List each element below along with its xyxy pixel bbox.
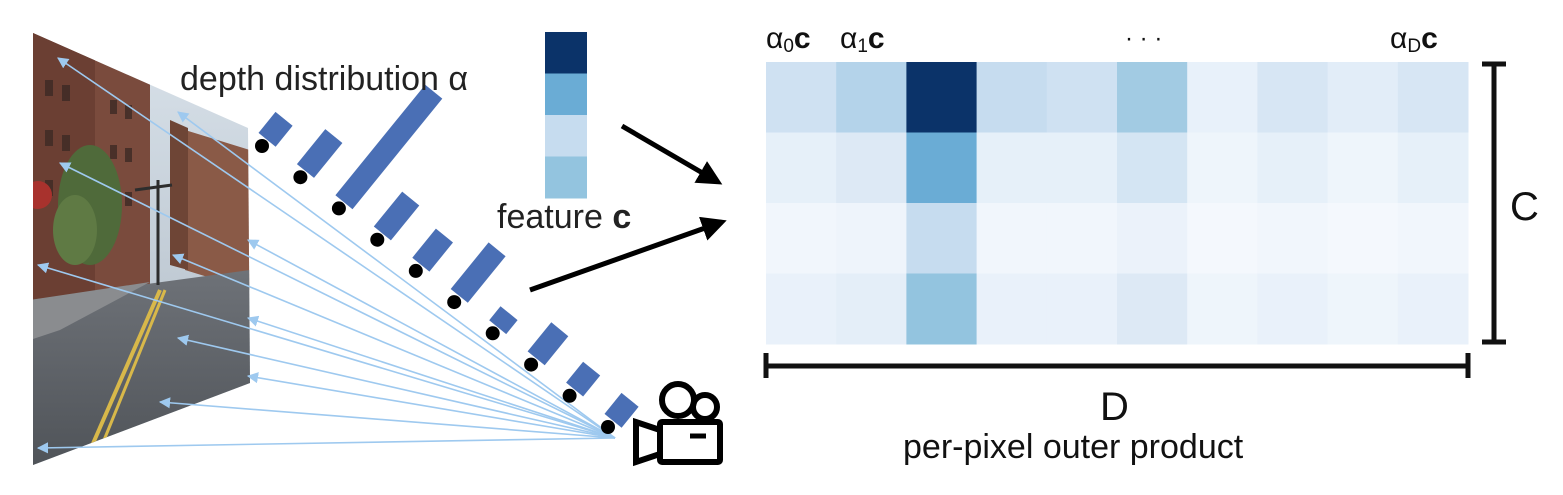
grid-cell-r3-c3 [976, 273, 1048, 345]
grid-cell-r0-c2 [906, 62, 978, 133]
grid-cell-r2-c9 [1397, 203, 1469, 274]
depth-dot-4 [408, 263, 423, 278]
grid-cell-r1-c5 [1117, 132, 1188, 204]
grid-cell-r0-c6 [1187, 62, 1258, 133]
feature-label-symbol: c [612, 198, 631, 236]
depth-bar-4 [412, 228, 453, 272]
grid-cell-r3-c2 [906, 273, 978, 345]
grid-cell-r1-c3 [976, 132, 1048, 204]
camera-icon [633, 381, 723, 467]
feature-cell-3 [545, 156, 587, 199]
grid-cell-r3-c9 [1397, 273, 1469, 345]
depth-sample-dots [255, 139, 615, 434]
grid-cell-r1-c1 [836, 132, 907, 204]
column-label-alphaD: αDc [1390, 22, 1438, 57]
grid-cell-r3-c8 [1327, 273, 1399, 345]
depth-dot-0 [255, 139, 269, 153]
grid-cell-r1-c4 [1046, 132, 1118, 204]
depth-dot-9 [601, 420, 615, 434]
arrows [529, 123, 727, 293]
arrow-from-feature [529, 216, 727, 293]
grid-cell-r0-c8 [1327, 62, 1399, 133]
grid-cell-r2-c8 [1327, 203, 1399, 274]
grid-cell-r1-c7 [1257, 132, 1329, 204]
depth-bar-6 [489, 306, 518, 335]
depth-bar-2 [335, 84, 443, 210]
grid-cell-r1-c9 [1397, 132, 1469, 204]
feature-vector [545, 32, 587, 199]
grid-cell-r3-c0 [766, 273, 837, 345]
grid-cell-r3-c4 [1046, 273, 1118, 345]
grid-cell-r1-c8 [1327, 132, 1399, 204]
c-dimension-label: C [1510, 185, 1539, 229]
column-label-alpha0: α0c [766, 22, 811, 57]
grid-cell-r2-c7 [1257, 203, 1329, 274]
feature-cell-1 [545, 73, 587, 116]
feature-cell-0 [545, 32, 587, 74]
caption: per-pixel outer product [903, 428, 1244, 466]
depth-bar-5 [450, 242, 506, 303]
grid-cell-r0-c5 [1117, 62, 1188, 133]
grid-cell-r3-c6 [1187, 273, 1258, 345]
grid-cell-r3-c5 [1117, 273, 1188, 345]
depth-distribution-bars [258, 84, 639, 428]
depth-dot-2 [331, 201, 346, 216]
arrow-from-depth [620, 123, 723, 185]
grid-cell-r1-c6 [1187, 132, 1258, 204]
grid-cell-r2-c0 [766, 203, 837, 274]
camera-rays [36, 57, 616, 454]
depth-dot-3 [370, 232, 385, 247]
grid-cell-r2-c3 [976, 203, 1048, 274]
grid-cell-r0-c1 [836, 62, 907, 133]
grid-cell-r3-c7 [1257, 273, 1329, 345]
depth-bar-9 [604, 392, 639, 428]
depth-dot-6 [485, 326, 500, 341]
grid-cell-r0-c0 [766, 62, 837, 133]
grid-cell-r2-c4 [1046, 203, 1118, 274]
d-dimension-label: D [1100, 385, 1129, 429]
grid-cell-r0-c4 [1046, 62, 1118, 133]
depth-dot-7 [524, 357, 539, 372]
feature-cell-2 [545, 115, 587, 157]
column-label-ellipsis: · · · [1125, 25, 1162, 52]
depth-bar-8 [566, 361, 601, 397]
depth-distribution-label: depth distribution α [180, 60, 468, 98]
grid-cell-r0-c7 [1257, 62, 1329, 133]
grid-cell-r2-c1 [836, 203, 907, 274]
grid-cell-r1-c0 [766, 132, 837, 204]
grid-cell-r2-c6 [1187, 203, 1258, 274]
depth-dot-5 [447, 295, 462, 310]
d-dimension-bracket [763, 353, 1471, 378]
outer-product-grid [766, 62, 1469, 345]
grid-cell-r1-c2 [906, 132, 978, 204]
grid-cell-r2-c5 [1117, 203, 1188, 274]
depth-bar-0 [258, 111, 293, 147]
depth-dot-1 [293, 170, 308, 185]
c-dimension-bracket [1482, 61, 1506, 345]
grid-cell-r0-c3 [976, 62, 1048, 133]
depth-dot-8 [562, 388, 577, 403]
feature-label: feature c [497, 198, 631, 236]
depth-bar-1 [296, 129, 343, 178]
depth-bar-3 [373, 191, 420, 241]
grid-cell-r3-c1 [836, 273, 907, 345]
grid-cell-r0-c9 [1397, 62, 1469, 133]
feature-label-prefix: feature [497, 198, 612, 236]
grid-cell-r2-c2 [906, 203, 978, 274]
depth-bar-7 [527, 322, 569, 366]
column-label-alpha1: α1c [840, 22, 885, 57]
